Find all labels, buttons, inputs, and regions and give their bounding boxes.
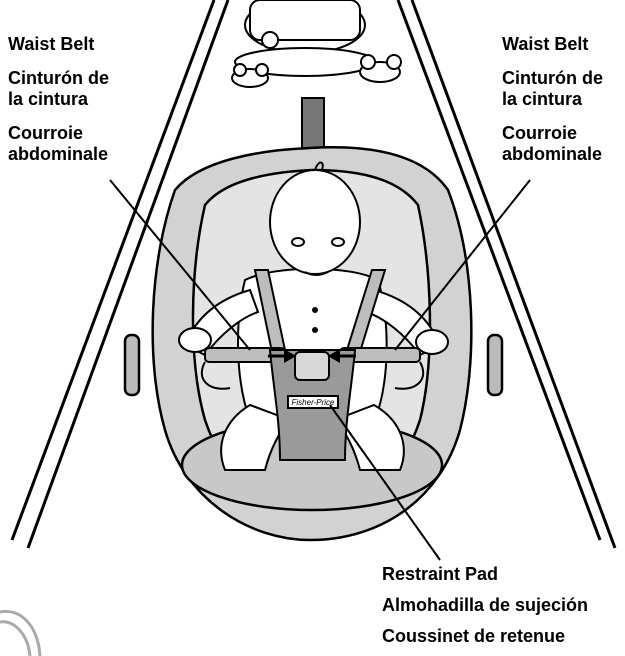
left-label-es-line2: la cintura: [8, 89, 109, 110]
right-label-fr-line2: abdominale: [502, 144, 603, 165]
left-label-fr-line1: Courroie: [8, 123, 109, 144]
left-label-en: Waist Belt: [8, 34, 109, 55]
restraint-pad-label: Restraint Pad Almohadilla de sujeción Co…: [382, 563, 588, 656]
left-label-fr-line2: abdominale: [8, 144, 109, 165]
restraint-pad-logo: Fisher-Price: [292, 398, 336, 407]
mobile-toys: [232, 0, 401, 87]
right-waist-belt-label: Waist Belt Cinturón de la cintura Courro…: [502, 34, 603, 165]
bottom-label-es: Almohadilla de sujeción: [382, 594, 588, 616]
left-waist-belt-label: Waist Belt Cinturón de la cintura Courro…: [8, 34, 109, 165]
partial-circle-graphic: [0, 611, 40, 656]
right-label-en: Waist Belt: [502, 34, 603, 55]
right-label-es-line2: la cintura: [502, 89, 603, 110]
bottom-label-fr: Coussinet de retenue: [382, 625, 588, 647]
right-label-es-line1: Cinturón de: [502, 68, 603, 89]
left-label-es-line1: Cinturón de: [8, 68, 109, 89]
bottom-label-en: Restraint Pad: [382, 563, 588, 585]
right-label-fr-line1: Courroie: [502, 123, 603, 144]
